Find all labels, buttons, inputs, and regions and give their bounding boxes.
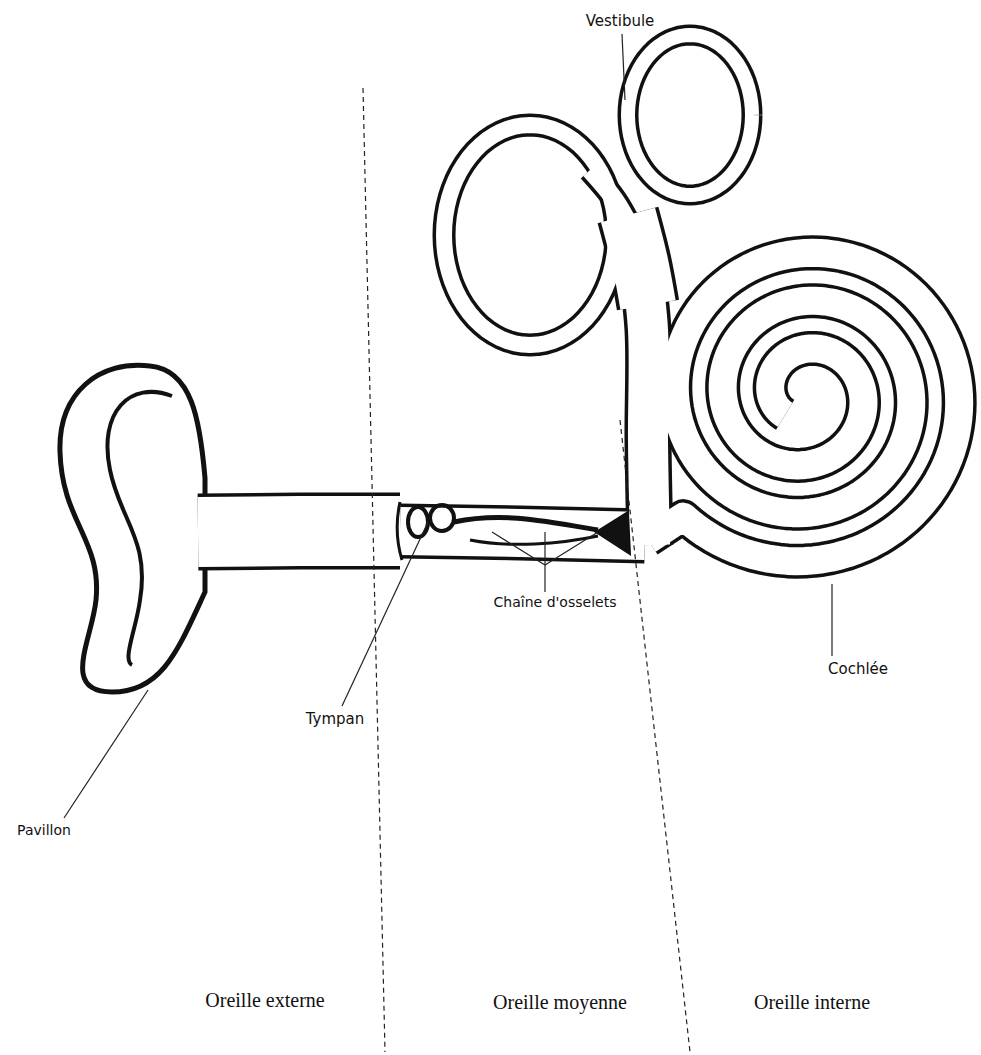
tube-lumen	[648, 253, 959, 561]
region-label: Oreille externe	[205, 988, 324, 1012]
ossicle-rod	[454, 517, 598, 530]
pinna	[60, 365, 205, 692]
leader-line	[544, 532, 545, 565]
region-divider	[620, 420, 690, 1052]
leader-line	[342, 522, 428, 706]
part-label: Chaîne d'osselets	[494, 594, 617, 611]
region-divider	[363, 88, 385, 1052]
tube-lumen	[198, 531, 400, 532]
tube-wall	[198, 531, 400, 532]
incus	[430, 505, 454, 531]
leader-line	[64, 690, 148, 818]
tube-lumen	[628, 35, 752, 195]
tube-wall	[444, 125, 616, 345]
tube-inner	[198, 35, 959, 561]
tube-wall	[628, 35, 752, 195]
region-label: Oreille moyenne	[493, 990, 627, 1014]
tube-wall	[648, 253, 959, 561]
part-label: Cochlée	[828, 660, 888, 678]
part-label: Pavillon	[17, 822, 71, 839]
tympanum	[397, 502, 402, 560]
stapes	[596, 512, 630, 554]
part-label: Tympan	[306, 710, 365, 728]
ossicle-rod	[470, 536, 598, 544]
leader-line	[545, 532, 598, 565]
leader-line	[492, 532, 545, 565]
tube-lumen	[444, 125, 616, 345]
helix	[107, 392, 172, 665]
tube-lumen	[590, 170, 632, 230]
part-label: Vestibule	[586, 12, 655, 30]
leader-line	[622, 34, 625, 100]
tube-outline	[198, 35, 959, 561]
leader-line	[544, 565, 545, 592]
region-label: Oreille interne	[754, 990, 870, 1014]
leader-line	[831, 584, 832, 656]
malleus	[408, 507, 428, 537]
